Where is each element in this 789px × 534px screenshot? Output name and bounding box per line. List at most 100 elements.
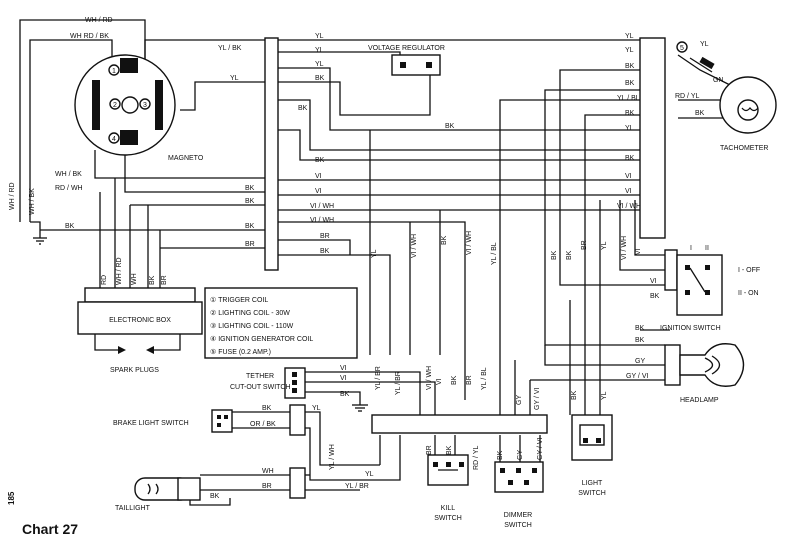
ign-connector (664, 249, 678, 291)
label-vi-1: VI (315, 173, 322, 180)
kill-switch-body (427, 454, 469, 486)
label-yl-c: YL (371, 249, 378, 258)
ignition-switch: I II I - OFF II - ON IGNITION SWITCH (660, 245, 760, 332)
fuse-number: 5 (680, 45, 684, 52)
kill-switch-label-1: KILL (441, 505, 456, 512)
taillight-base (177, 477, 201, 501)
main-connector-right (639, 37, 666, 239)
label-yl-wh-v: YL / WH (329, 444, 336, 470)
label-brake-yl: YL (312, 405, 321, 412)
label-vi-v: VI (436, 378, 443, 385)
magneto-coil-bottom (120, 130, 138, 145)
bottom-bus-connector (371, 414, 548, 434)
label-dim-bk: BK (497, 450, 504, 460)
magneto-hub (121, 96, 139, 114)
label-bk-r1: BK (625, 63, 635, 70)
label-tail-br: BR (262, 483, 272, 490)
wire-bk-right2 (544, 89, 665, 346)
label-dim-gy: GY (517, 450, 524, 460)
wire-bk-4 (278, 99, 640, 151)
wire-bk-right3 (584, 114, 640, 300)
magneto-num-2: 2 (113, 102, 117, 109)
label-bk-left-3: BK (245, 223, 255, 230)
label-gy-v: GY (516, 395, 523, 405)
page-number: 185 (7, 491, 16, 505)
brake-light-switch-label: BRAKE LIGHT SWITCH (113, 420, 189, 427)
fuse-body (699, 56, 715, 70)
label-vi-r2: VI (625, 188, 632, 195)
label-yl-top: YL (315, 33, 324, 40)
dimmer-switch-label-1: DIMMER (504, 512, 532, 519)
wire-br-3 (278, 239, 351, 255)
legend-box (204, 287, 358, 359)
label-wh-rd-top: WH / RD (85, 17, 113, 24)
label-tach-rd-yl: RD / YL (675, 93, 699, 100)
label-yl-rv: YL (601, 241, 608, 250)
spark-lead-2 (152, 334, 181, 351)
label-tether-vi1: VI (340, 365, 347, 372)
label-gy: GY (635, 358, 645, 365)
label-br-3: BR (320, 233, 330, 240)
ignition-switch-body (676, 254, 723, 316)
label-wh-ebox: WH (131, 273, 138, 285)
wire-bk-6 (278, 254, 391, 355)
tail-connector (289, 467, 306, 499)
magneto-num-3: 3 (143, 102, 147, 109)
electronic-box-label: ELECTRONIC BOX (109, 317, 171, 324)
wire-yl-br-bot (370, 435, 401, 481)
label-tether-bk: BK (340, 391, 350, 398)
label-yl-br-v1: YL / BR (375, 366, 382, 390)
label-yl-br-v2: YL / BR (395, 371, 402, 395)
label-wh-bk-v: WH / BK (29, 188, 36, 215)
ebox-body (77, 301, 203, 335)
spark-plug-2 (146, 346, 154, 354)
label-yl-br-bot: YL / BR (345, 483, 369, 490)
label-bk-v: BK (451, 375, 458, 385)
magneto-coil-right (155, 80, 163, 130)
dimmer-switch-label-2: SWITCH (504, 522, 532, 529)
label-yl-3: YL (315, 61, 324, 68)
label-bk-r2: BK (625, 80, 635, 87)
label-dim-rd-yl: RD / YL (473, 446, 480, 470)
label-bk-rv2: BK (566, 250, 573, 260)
voltage-regulator-body (391, 54, 441, 76)
label-vi-wh-c: VI / WH (411, 234, 418, 258)
chart-caption: Chart 27 (22, 521, 78, 534)
magneto-num-bg-2 (109, 98, 121, 110)
dimmer-switch: DIMMER SWITCH (494, 461, 544, 529)
label-bk-rv1: BK (551, 250, 558, 260)
ign-off-label: I - OFF (738, 267, 760, 274)
ignition-switch-label: IGNITION SWITCH (660, 325, 721, 332)
label-kill-bk: BK (446, 445, 453, 455)
legend-item-5: ⑤ FUSE (0.2 AMP.) (210, 348, 271, 356)
magneto: 1 2 3 4 MAGNETO (74, 54, 204, 162)
label-vi-wh-r: VI / WH (617, 203, 641, 210)
label-vi-wh-rv: VI / WH (621, 236, 628, 260)
wire-wh-rd-bk (29, 39, 113, 222)
wire-or-bk-tail (305, 427, 370, 481)
kill-switch-label-2: SWITCH (434, 515, 462, 522)
legend-item-2: ② LIGHTING COIL - 30W (210, 309, 290, 317)
label-gy-vi-v: GY / VI (534, 388, 541, 410)
ebox-top (84, 287, 196, 303)
tachometer-label: TACHOMETER (720, 145, 768, 152)
label-vi-wh-v3: VI / WH (426, 366, 433, 390)
label-bk-4: BK (298, 105, 308, 112)
label-brake-bk: BK (262, 405, 272, 412)
label-yl-mag: YL (230, 75, 239, 82)
wire-tether-vi2 (305, 381, 436, 415)
label-bk-vr: BK (315, 75, 325, 82)
label-tether-vi2: VI (340, 375, 347, 382)
magneto-num-bg-1 (108, 64, 120, 76)
wire-bk-right1 (559, 69, 665, 286)
label-bk-c: BK (441, 235, 448, 245)
taillight-label: TAILLIGHT (115, 505, 151, 512)
wire-yl-magneto (180, 81, 268, 111)
label-br-ebox: BR (161, 275, 168, 285)
magneto-num-bg-3 (139, 98, 151, 110)
light-switch: LIGHT SWITCH (571, 414, 613, 497)
label-vi-wh-c2: VI / WH (466, 231, 473, 255)
label-yl-bl-c: YL / BL (491, 242, 498, 265)
label-bk-5: BK (315, 157, 325, 164)
wire-brake-yl (305, 411, 380, 466)
